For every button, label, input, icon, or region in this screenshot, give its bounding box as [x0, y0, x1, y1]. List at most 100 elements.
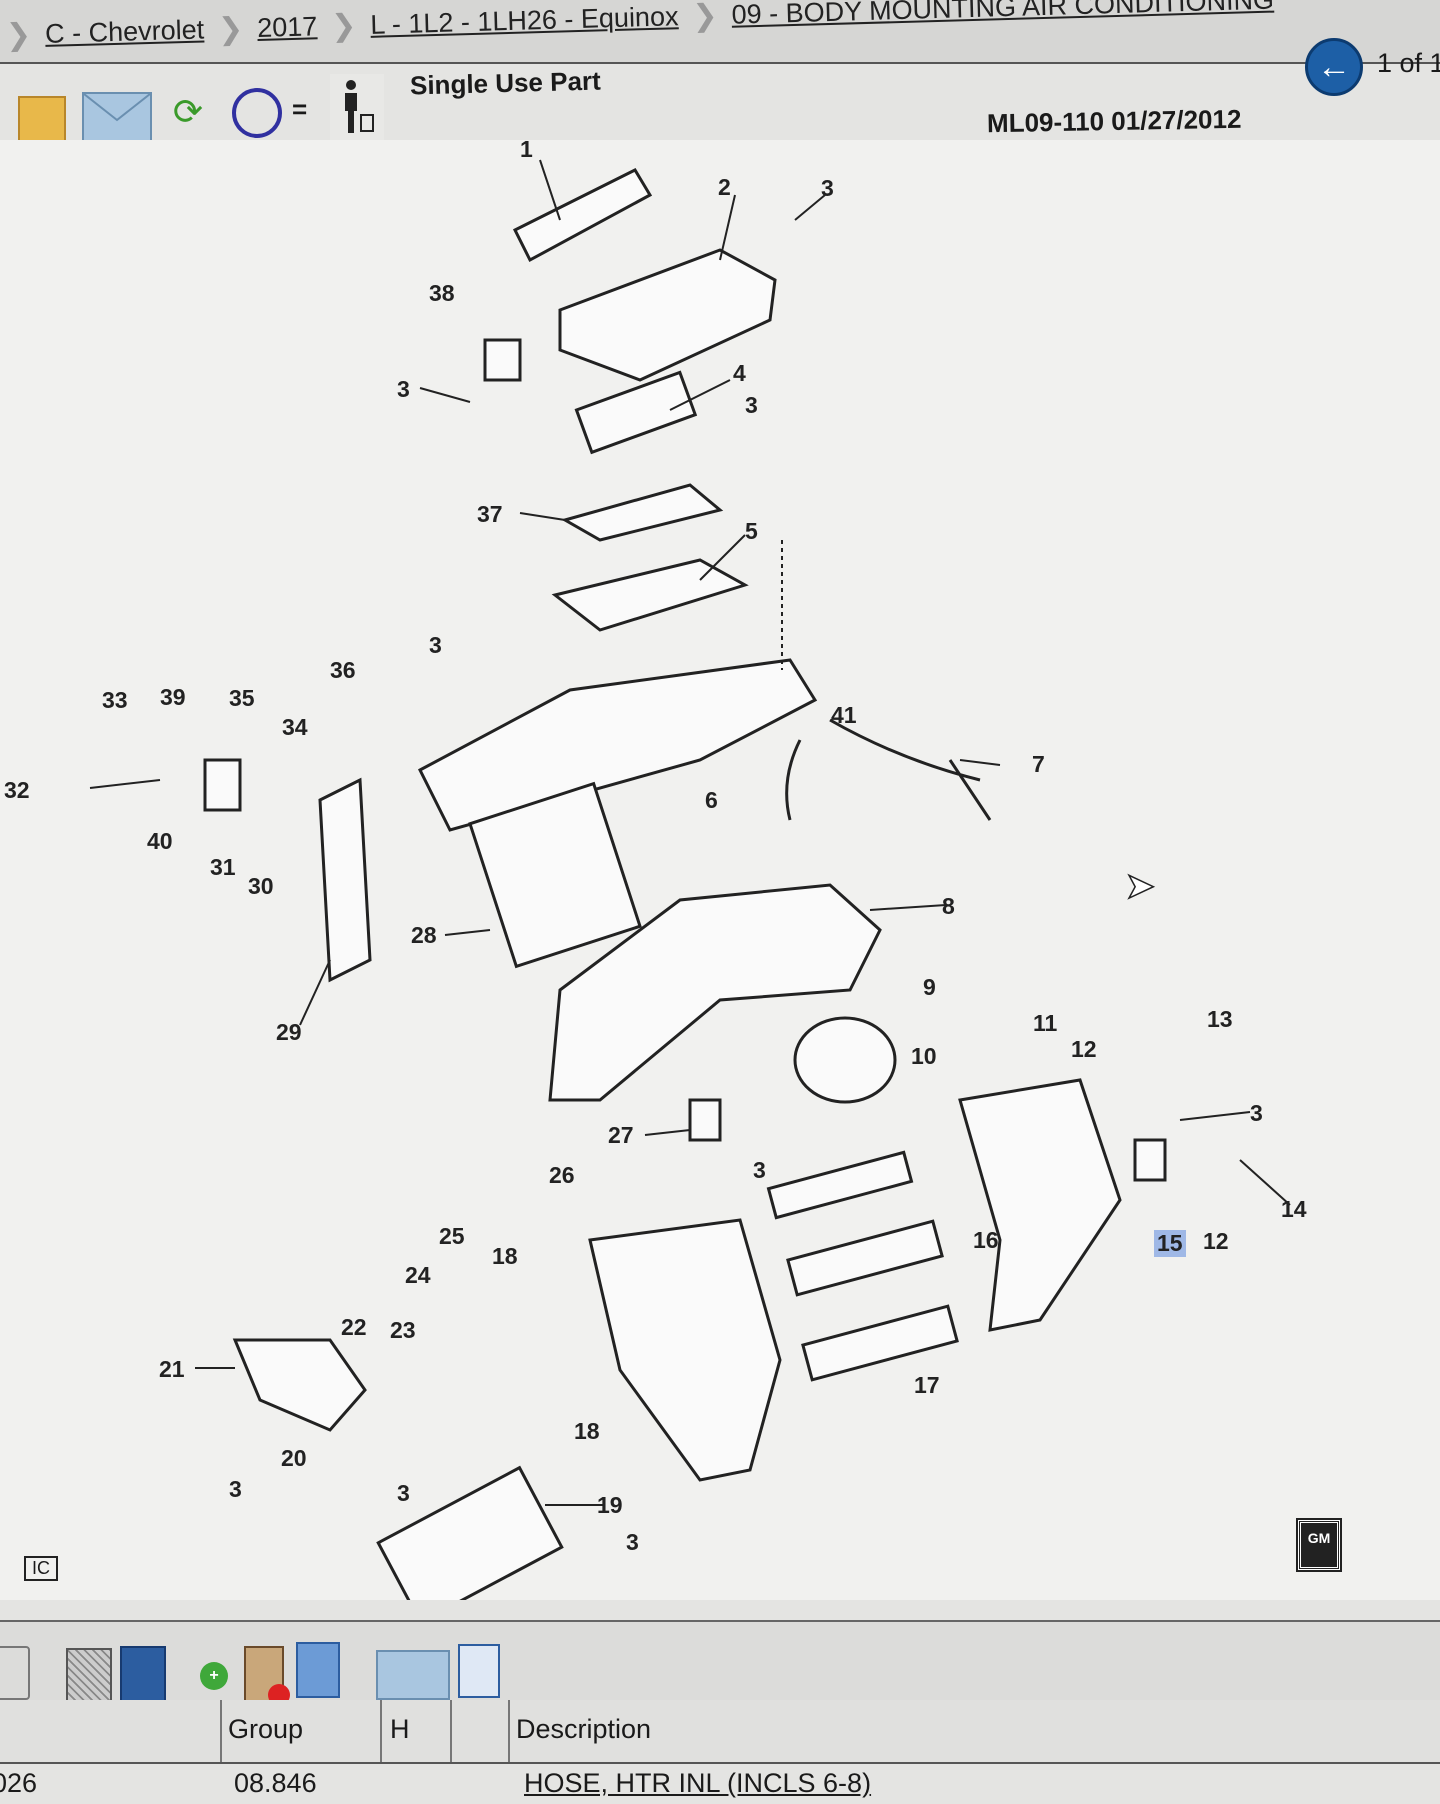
callout-highlighted[interactable]: 15 [1154, 1230, 1186, 1257]
part-21-cover [232, 1338, 367, 1432]
callout[interactable]: 37 [477, 501, 503, 527]
copy-icon[interactable] [296, 1642, 340, 1698]
back-arrow-icon[interactable]: ← [1305, 38, 1363, 96]
callout[interactable]: 22 [341, 1314, 367, 1340]
callout[interactable]: 1 [520, 136, 533, 162]
callout[interactable]: 3 [753, 1157, 766, 1183]
callout[interactable]: 20 [281, 1445, 307, 1471]
part-4-door [574, 370, 698, 455]
callout[interactable]: 5 [745, 518, 758, 544]
callout[interactable]: 13 [1207, 1006, 1233, 1032]
callout[interactable]: 41 [831, 702, 857, 728]
callout[interactable]: 19 [597, 1492, 623, 1518]
chevron-right-icon: ❯ [330, 9, 357, 43]
breadcrumb-make[interactable]: C - Chevrolet [44, 14, 205, 49]
callout[interactable]: 39 [160, 684, 186, 710]
callout[interactable]: 27 [608, 1122, 634, 1148]
column-divider [508, 1700, 510, 1762]
refresh-icon[interactable]: ⟳ [172, 91, 204, 132]
callout[interactable]: 23 [390, 1317, 416, 1343]
column-header-description[interactable]: Description [516, 1714, 652, 1744]
description-link[interactable]: HOSE, HTR INL (INCLS 6-8) [524, 1768, 872, 1798]
callout[interactable]: 3 [626, 1529, 639, 1555]
callout[interactable]: 12 [1203, 1228, 1229, 1254]
part-6-housing [418, 658, 818, 832]
chevron-right-icon: ❯ [692, 0, 719, 33]
callout[interactable]: 14 [1281, 1196, 1307, 1222]
parts-table-header: Group H Description [0, 1700, 1440, 1764]
callout[interactable]: 3 [397, 376, 410, 402]
part-1-seal [512, 168, 653, 263]
callout[interactable]: 16 [973, 1227, 999, 1253]
callout[interactable]: 33 [102, 687, 128, 713]
callout[interactable]: 32 [4, 777, 30, 803]
callout[interactable]: 40 [147, 828, 173, 854]
part-37-gasket [561, 483, 724, 542]
email-icon[interactable] [82, 92, 152, 142]
legend-equals: = [292, 94, 308, 124]
breadcrumb-year[interactable]: 2017 [256, 11, 318, 43]
callout[interactable]: 34 [282, 714, 308, 740]
notes-icon[interactable] [18, 96, 66, 148]
part-38-actuator [483, 338, 522, 382]
clipboard-remove-icon[interactable] [244, 1646, 290, 1706]
part-28-evaporator [468, 781, 642, 969]
callout[interactable]: 3 [429, 632, 442, 658]
table-row[interactable]: 026 08.846 HOSE, HTR INL (INCLS 6-8) [0, 1764, 1440, 1804]
callout[interactable]: 36 [330, 657, 356, 683]
callout[interactable]: 31 [210, 854, 236, 880]
exploded-parts-diagram: 1 2 3 38 3 4 3 37 5 3 36 33 39 35 34 41 … [0, 104, 1440, 1600]
callout[interactable]: 10 [911, 1043, 937, 1069]
callout[interactable]: 9 [923, 974, 936, 1000]
callout[interactable]: 18 [492, 1243, 518, 1269]
callout[interactable]: 6 [705, 787, 718, 813]
callout[interactable]: 4 [733, 360, 746, 386]
callout[interactable]: 3 [1250, 1100, 1263, 1126]
callout[interactable]: 12 [1071, 1036, 1097, 1062]
callout[interactable]: 3 [821, 175, 834, 201]
part-19-heater-core [376, 1465, 564, 1600]
callout[interactable]: 7 [1032, 751, 1045, 777]
part-27-actuator [688, 1098, 722, 1142]
callout[interactable]: 2 [718, 174, 731, 200]
callout[interactable]: 18 [574, 1418, 600, 1444]
email-icon[interactable] [376, 1650, 450, 1700]
single-use-part-icon [330, 74, 384, 140]
add-icon[interactable]: + [200, 1662, 228, 1690]
column-header-h[interactable]: H [390, 1714, 410, 1744]
callout[interactable]: 3 [745, 392, 758, 418]
part-number: 026 [0, 1768, 38, 1798]
callout[interactable]: 30 [248, 873, 274, 899]
callout[interactable]: 35 [229, 685, 255, 711]
clear-icon[interactable] [66, 1648, 112, 1702]
breadcrumb-section[interactable]: 09 - BODY MOUNTING AIR CONDITIONING [731, 0, 1275, 30]
callout[interactable]: 24 [405, 1262, 431, 1288]
parts-list-toolbar: + [0, 1620, 1440, 1706]
chevron-right-icon: ❯ [217, 12, 244, 47]
column-divider [380, 1700, 382, 1762]
gm-logo-text: GM [1307, 1530, 1331, 1546]
part-11-duct [958, 1078, 1122, 1332]
doc-id: ML09-110 01/27/2012 [986, 103, 1242, 139]
callout[interactable]: 21 [159, 1356, 185, 1382]
breadcrumb-model[interactable]: L - 1L2 - 1LH26 - Equinox [369, 1, 679, 40]
column-header-group[interactable]: Group [228, 1714, 304, 1744]
callout[interactable]: 25 [439, 1223, 465, 1249]
part-2-upper-case [558, 248, 777, 382]
callout[interactable]: 28 [411, 922, 437, 948]
callout[interactable]: 3 [229, 1476, 242, 1502]
callout[interactable]: 8 [942, 893, 955, 919]
chevron-right-icon: ❯ [5, 18, 32, 52]
callout[interactable]: 29 [276, 1019, 302, 1045]
callout[interactable]: 17 [914, 1372, 940, 1398]
parts-illustration [89, 159, 1291, 1600]
part-35-actuator [203, 758, 242, 812]
callout[interactable]: 26 [549, 1162, 575, 1188]
spreadsheet-icon[interactable] [458, 1644, 500, 1698]
callout[interactable]: 11 [1033, 1010, 1058, 1036]
save-icon[interactable] [120, 1646, 166, 1702]
mouse-cursor-icon: ➤ [1124, 864, 1156, 907]
callout[interactable]: 3 [397, 1480, 410, 1506]
panel-toggle-button[interactable] [0, 1646, 30, 1700]
callout[interactable]: 38 [429, 280, 455, 306]
